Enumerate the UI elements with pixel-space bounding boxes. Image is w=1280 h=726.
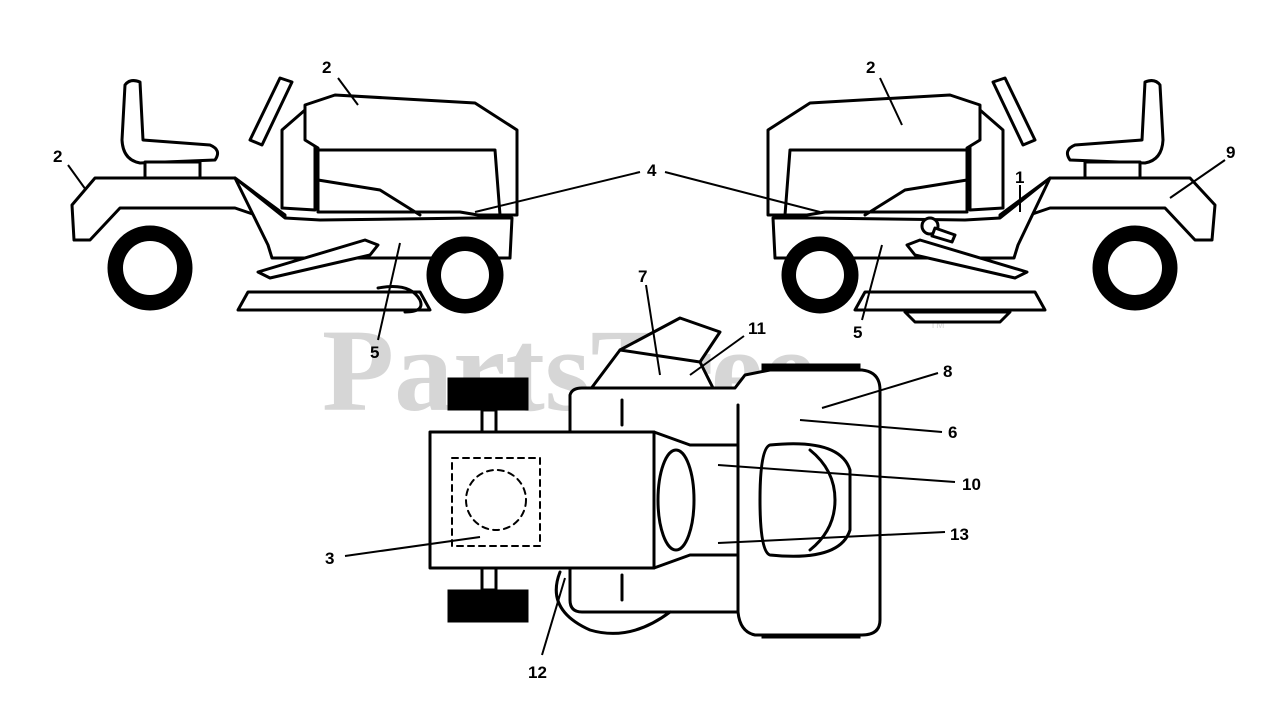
callout-numbers: 2 2 4 5 2 9 1 5 7 11 8 6 10 13 3 12 [53,58,1235,682]
top-front-right-tire [447,589,529,623]
left-steering-wheel [248,76,294,147]
right-hood [766,93,982,217]
callout-top-12: 12 [528,663,547,682]
left-mower-deck [236,290,432,312]
callout-top-13: 13 [950,525,969,544]
right-seat [1065,79,1165,165]
leader-4-left [474,171,641,213]
callout-top-3: 3 [325,549,334,568]
leader-right-9 [1169,159,1226,199]
callout-right-2: 2 [866,58,875,77]
right-pedal-lever [930,226,957,244]
right-body-frame [771,176,1052,260]
callout-top-10: 10 [962,475,981,494]
callout-4: 4 [647,161,657,180]
left-seat-post [143,160,202,180]
left-hood-inner-line [316,148,502,217]
leader-top-11 [689,335,745,376]
callout-right-5: 5 [853,323,862,342]
left-foot-step [256,238,380,280]
callout-top-7: 7 [638,267,647,286]
left-rear-rim [123,241,177,295]
leader-top-12 [541,577,566,656]
leader-top-7 [645,284,661,376]
tractor-left-side-view [70,76,519,314]
left-deck-chute [376,285,423,314]
left-body-frame [233,176,514,260]
left-front-rim [441,251,489,299]
right-hood-inner-line [783,148,969,217]
callout-top-6: 6 [948,423,957,442]
callout-right-1: 1 [1015,168,1024,187]
top-axle-lower [480,566,498,592]
right-steering-wheel [991,76,1037,147]
callout-top-11: 11 [748,319,766,338]
leader-left-2a [337,77,359,106]
leader-top-3 [344,536,481,557]
leader-right-5 [861,244,883,321]
leader-top-8 [821,372,939,409]
left-hood [303,93,519,217]
right-deck-rail [903,310,1012,324]
left-hood-step-line [316,178,422,217]
leader-top-10 [717,464,956,483]
tractor-right-side-view [766,76,1217,324]
left-seat [120,79,220,165]
top-side-guard [554,570,672,635]
callout-right-9: 9 [1226,143,1235,162]
top-axle-upper [480,408,498,434]
leader-4-right [664,171,821,213]
top-engine-dashed-square [451,457,541,547]
top-steering-wheel [656,448,696,552]
leader-top-13 [717,531,946,544]
top-front-left-tire [447,377,529,411]
right-mower-deck [853,290,1047,312]
leader-left-2b [67,164,87,191]
right-foot-step [905,238,1029,280]
watermark-trademark: TM [930,320,944,331]
right-seat-post [1083,160,1142,180]
right-hood-step-line [863,178,969,217]
callout-lines [67,77,1226,656]
callout-left-2a: 2 [322,58,331,77]
leader-left-5 [377,242,401,341]
callout-left-2b: 2 [53,147,62,166]
tractor-top-view [428,316,882,639]
leader-right-2 [879,77,903,126]
callout-top-8: 8 [943,362,952,381]
top-engine-dashed-circle [465,469,527,531]
top-chute-fold [618,348,702,364]
right-front-rim [796,251,844,299]
top-hood [428,430,656,570]
right-rear-rim [1108,241,1162,295]
leader-top-6 [799,419,943,433]
callout-left-5: 5 [370,343,379,362]
